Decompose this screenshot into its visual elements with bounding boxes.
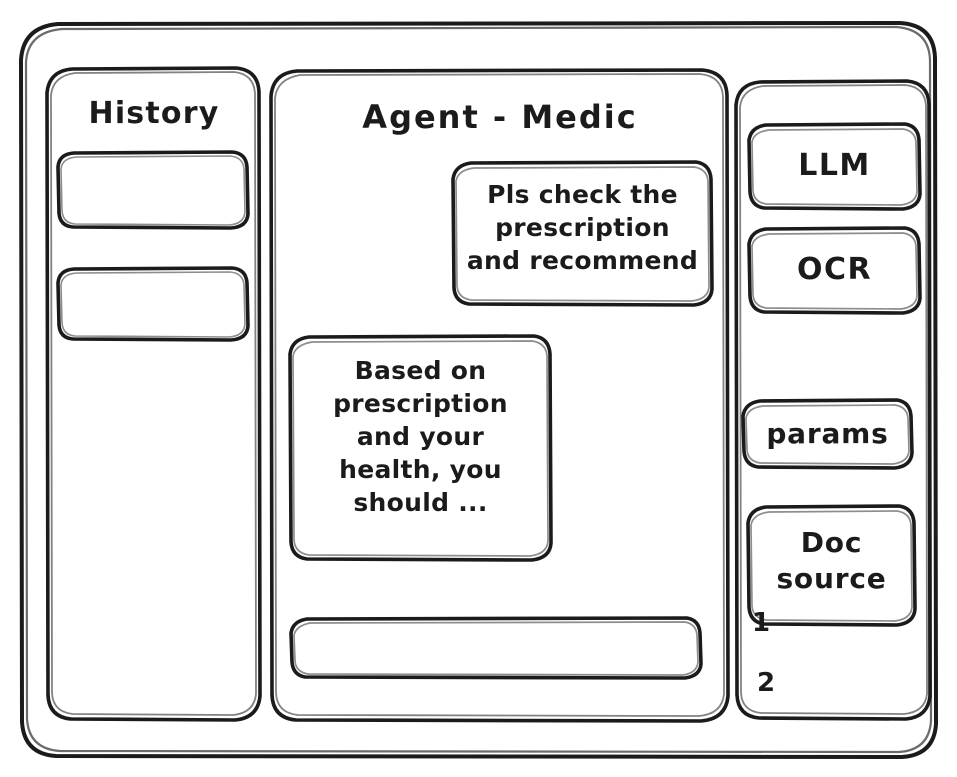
tool-doc-source-label: Doc source bbox=[776, 526, 887, 596]
tool-ocr-label: OCR bbox=[796, 252, 873, 287]
tool-params-label: params bbox=[766, 417, 889, 450]
tool-params-button[interactable]: params bbox=[743, 400, 912, 468]
doc-source-item-2[interactable]: 2 bbox=[757, 668, 776, 698]
history-item-1[interactable] bbox=[58, 152, 248, 229]
page-title: Agent - Medic bbox=[362, 98, 638, 136]
history-item-2[interactable] bbox=[58, 268, 248, 341]
sidebar-title: History bbox=[88, 96, 220, 131]
tool-doc-source-button[interactable]: Doc source bbox=[748, 506, 915, 625]
doc-source-item-1[interactable]: 1 bbox=[752, 608, 771, 638]
tool-llm-label: LLM bbox=[798, 148, 871, 183]
user-message-bubble: Pls check the prescription and recommend bbox=[453, 162, 712, 306]
message-input[interactable] bbox=[291, 618, 701, 678]
assistant-message-text: Based on prescription and your health, y… bbox=[333, 356, 508, 517]
tool-llm-button[interactable]: LLM bbox=[749, 124, 920, 209]
tool-ocr-button[interactable]: OCR bbox=[749, 228, 920, 313]
user-message-text: Pls check the prescription and recommend bbox=[466, 180, 699, 275]
assistant-message-bubble: Based on prescription and your health, y… bbox=[290, 336, 551, 560]
